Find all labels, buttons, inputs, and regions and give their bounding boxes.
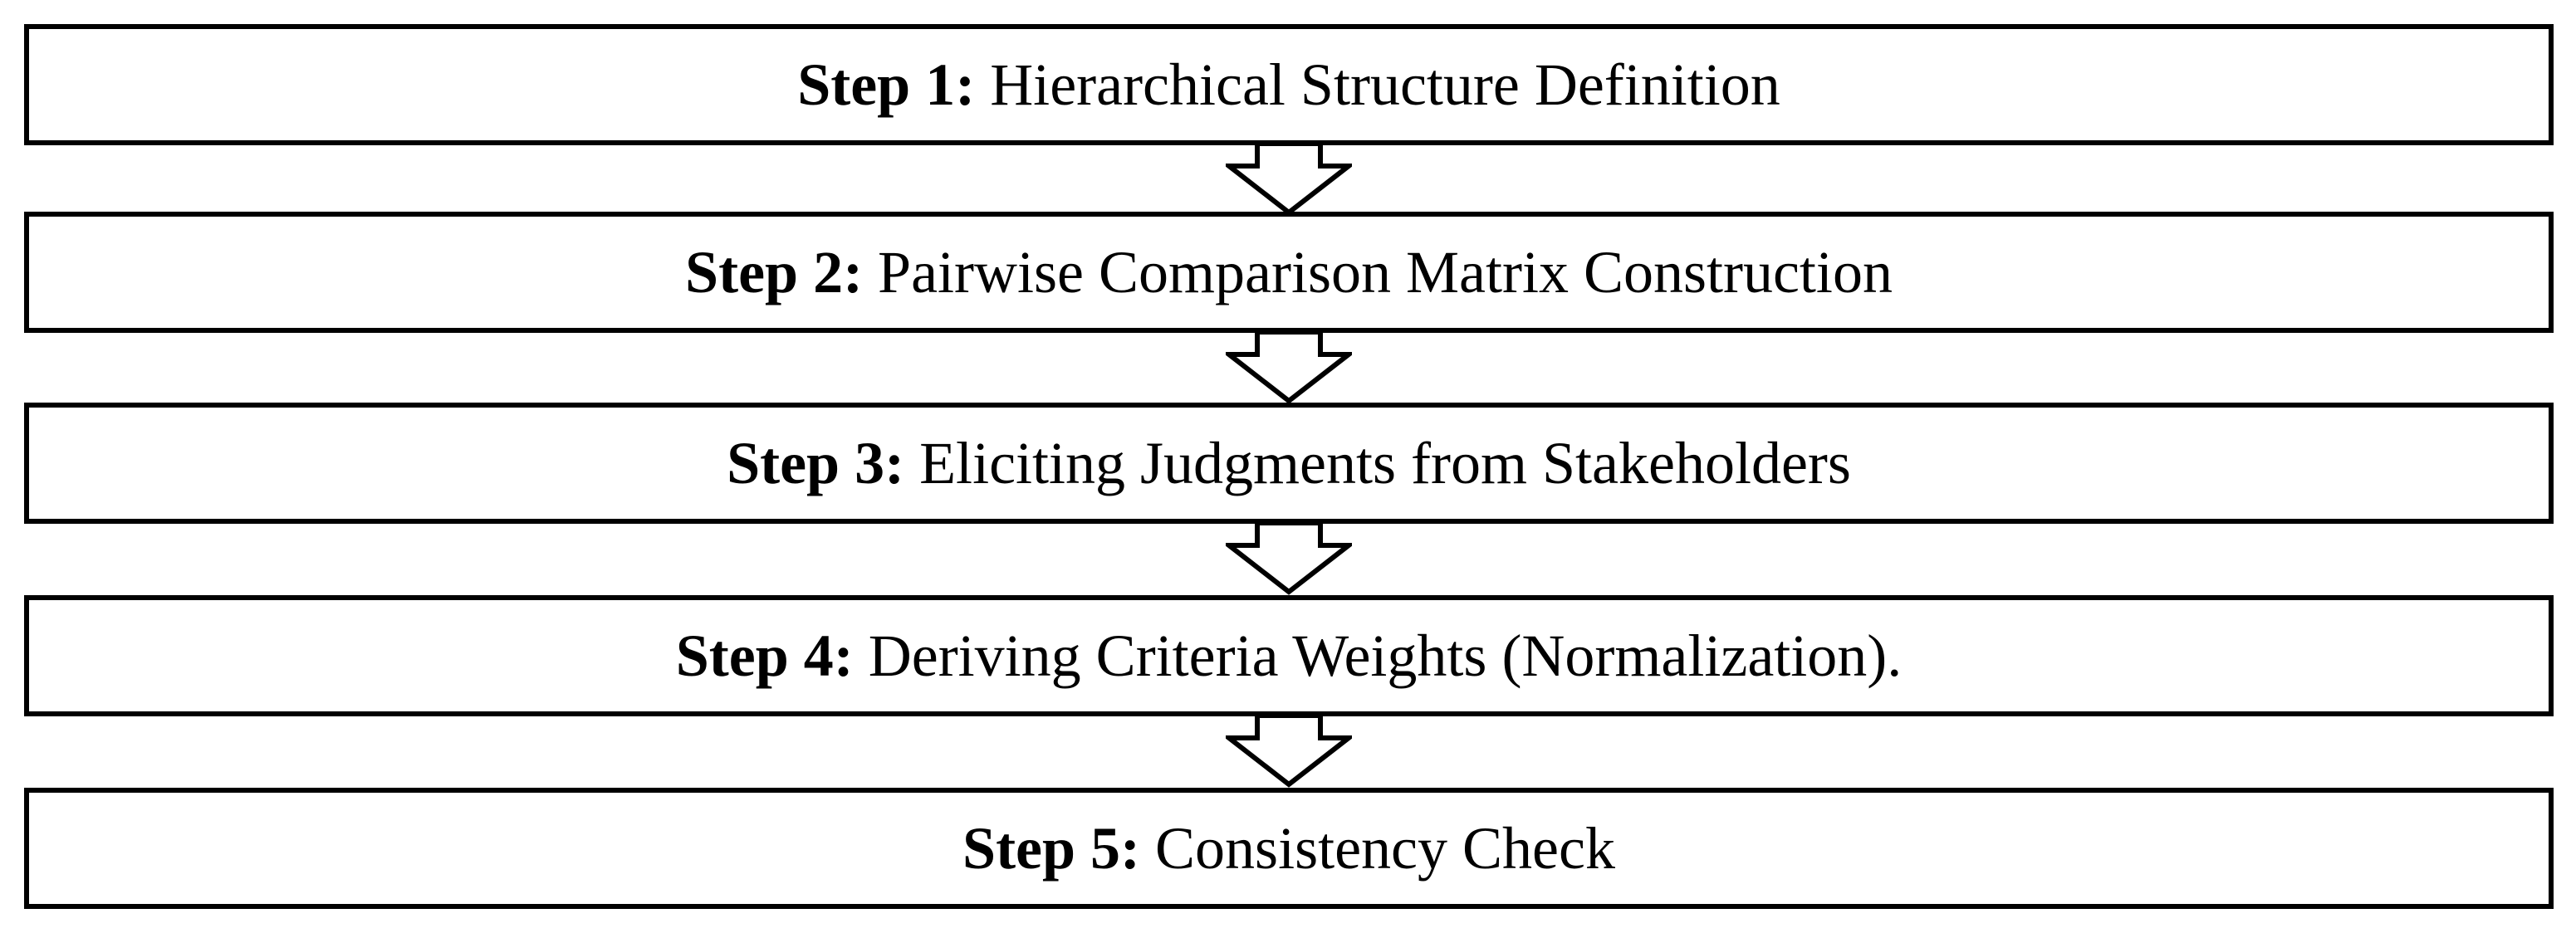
step-5-number: Step 5: [962,814,1141,882]
step-2-text: Pairwise Comparison Matrix Construction [878,238,1893,305]
step-1-box: Step 1: Hierarchical Structure Definitio… [24,24,2554,145]
down-arrow-icon [1226,520,1352,595]
down-arrow-icon [1226,713,1352,788]
down-arrow-icon [1226,330,1352,404]
step-4-text: Deriving Criteria Weights (Normalization… [868,622,1903,689]
step-2-box: Step 2: Pairwise Comparison Matrix Const… [24,212,2554,333]
step-3-text: Eliciting Judgments from Stakeholders [919,429,1851,496]
step-3-number: Step 3: [727,429,905,496]
step-4-number: Step 4: [675,622,854,689]
step-5-box: Step 5: Consistency Check [24,788,2554,909]
down-arrow-icon [1226,141,1352,216]
step-1-text: Hierarchical Structure Definition [990,51,1780,118]
step-3-box: Step 3: Eliciting Judgments from Stakeho… [24,403,2554,524]
step-4-box: Step 4: Deriving Criteria Weights (Norma… [24,595,2554,716]
step-5-text: Consistency Check [1155,814,1615,882]
step-1-number: Step 1: [797,51,976,118]
step-2-number: Step 2: [685,238,864,305]
